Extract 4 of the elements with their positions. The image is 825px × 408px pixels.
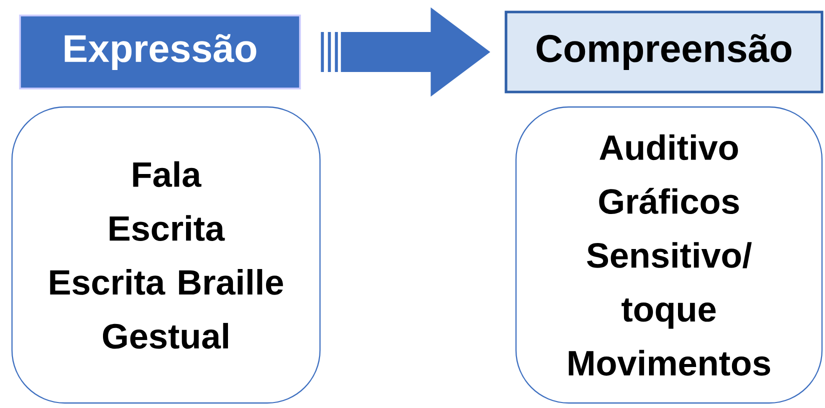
list-box: Fala Escrita Escrita Braille Gestual (11, 106, 321, 404)
list-box: Auditivo Gráficos Sensitivo/ toque Movimentos (515, 106, 823, 404)
heading-box: Expressão (19, 14, 301, 90)
heading-box: Compreensão (504, 10, 824, 94)
